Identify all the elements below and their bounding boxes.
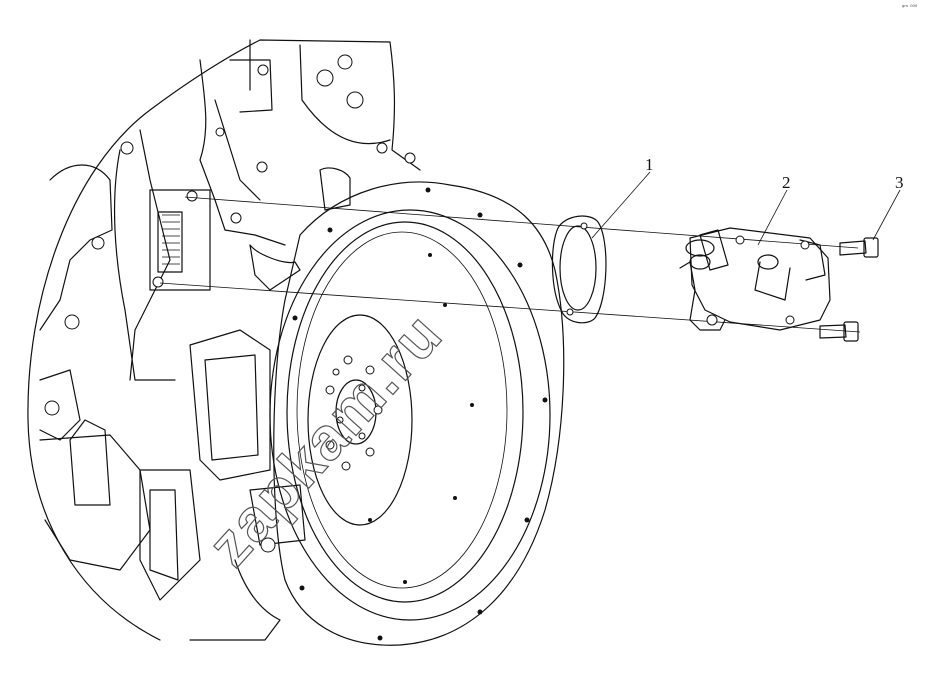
gasket-part-1 [551,215,607,324]
callout-1: 1 [645,155,654,174]
bolt-part-3-upper [839,237,879,258]
callouts: 1 2 3 [591,155,904,246]
callout-2: 2 [782,173,791,192]
assembly-axis-lines [159,196,861,333]
flywheel-housing [269,181,565,646]
callout-3: 3 [895,173,904,192]
engine-block [27,39,421,641]
bolt-part-3-lower [819,321,859,342]
actuator-part-2 [679,227,831,331]
corner-mark: ᵍᵐ ⁰⁰⁰ [902,4,918,11]
